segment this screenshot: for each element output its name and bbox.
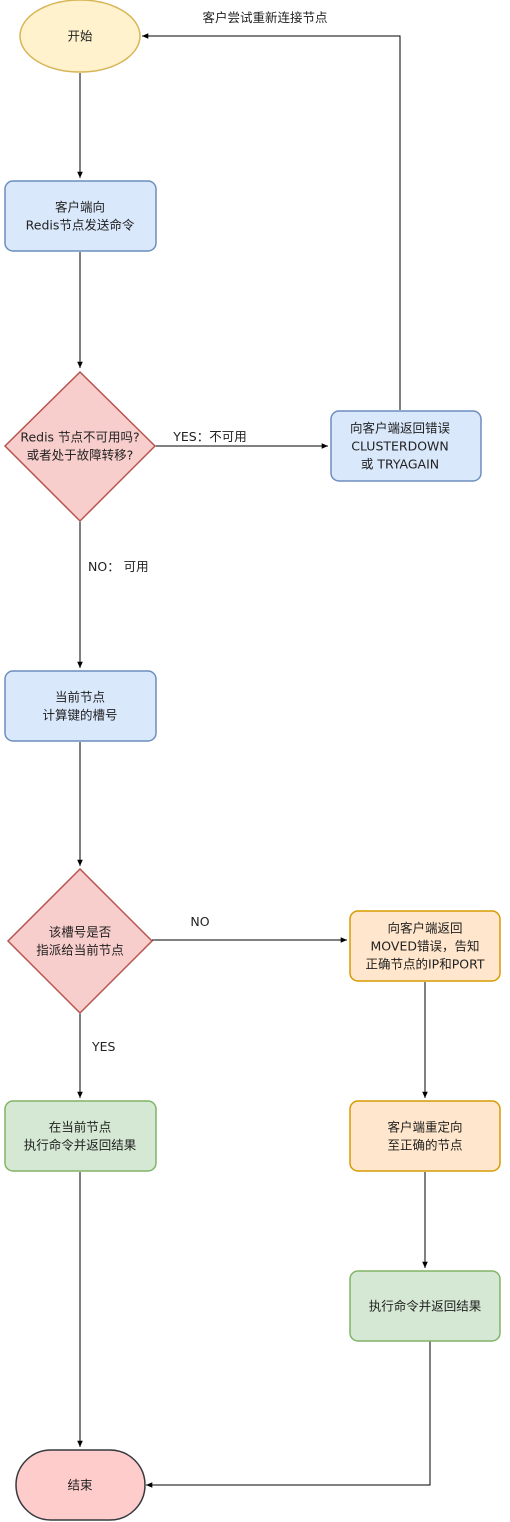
- node-shape: [349, 1270, 501, 1342]
- node-label-line: 执行命令并返回结果: [24, 1138, 137, 1153]
- node-label: 开始: [67, 29, 93, 44]
- node-shape: [349, 1100, 501, 1172]
- node-shape: [3, 370, 157, 523]
- node-shape: [4, 180, 157, 252]
- edge-label-retry: 客户尝试重新连接节点: [202, 10, 327, 25]
- node-label-line: 该槽号是否: [49, 925, 112, 940]
- node-label-line: CLUSTERDOWN: [351, 439, 449, 454]
- node-start: 开始: [19, 0, 141, 73]
- node-label: 执行命令并返回结果: [369, 1299, 482, 1314]
- node-shape: [4, 1100, 157, 1172]
- node-label-line: 客户端向: [55, 200, 105, 215]
- node-label: 客户端重定向至正确的节点: [387, 1120, 462, 1153]
- node-label-line: Redis节点发送命令: [26, 218, 135, 233]
- edge-label-yes-slot: YES: [91, 1039, 116, 1054]
- node-label-line: 向客户端返回错误: [350, 421, 451, 436]
- edge-error-to-start: [142, 33, 401, 410]
- node-label-line: 或者处于故障转移?: [27, 448, 134, 463]
- edge-label-no-slot: NO: [190, 914, 209, 929]
- node-label: Redis 节点不可用吗? 或者处于故障转移?: [20, 430, 139, 463]
- node-end: 结束: [15, 1449, 146, 1521]
- node-send-command: 客户端向 Redis节点发送命令: [4, 180, 157, 252]
- node-shape: [349, 910, 501, 982]
- node-label-line: 向客户端返回: [387, 921, 462, 936]
- node-label-line: MOVED错误，告知: [371, 939, 480, 954]
- node-label-line: 当前节点: [55, 690, 105, 705]
- node-label-line: 开始: [67, 29, 93, 44]
- node-calc-slot: 当前节点计算键的槽号: [4, 670, 157, 742]
- node-label-line: 正确节点的IP和PORT: [365, 957, 484, 972]
- node-label: 当前节点计算键的槽号: [42, 690, 117, 723]
- node-label: 在当前节点执行命令并返回结果: [24, 1120, 137, 1153]
- node-label: 向客户端返回错误 CLUSTERDOWN 或 TRYAGAIN: [350, 421, 451, 472]
- edge-exec-remote-to-end: [146, 1341, 431, 1488]
- node-shape: [6, 867, 154, 1015]
- node-label: 该槽号是否指派给当前节点: [36, 925, 124, 958]
- node-label-line: 至正确的节点: [387, 1138, 462, 1153]
- node-shape: [330, 410, 482, 482]
- node-return-error: 向客户端返回错误 CLUSTERDOWN 或 TRYAGAIN: [330, 410, 482, 482]
- node-label-line: 执行命令并返回结果: [369, 1299, 482, 1314]
- node-label-line: 或 TRYAGAIN: [361, 457, 439, 472]
- node-shape: [15, 1449, 146, 1521]
- node-return-moved: 向客户端返回 MOVED错误，告知正确节点的IP和PORT: [349, 910, 501, 982]
- node-shape: [4, 670, 157, 742]
- node-shape: [19, 0, 141, 73]
- node-check-available: Redis 节点不可用吗? 或者处于故障转移?: [3, 370, 157, 523]
- node-label: 向客户端返回 MOVED错误，告知正确节点的IP和PORT: [365, 921, 484, 972]
- node-exec-local: 在当前节点执行命令并返回结果: [4, 1100, 157, 1172]
- node-label: 结束: [67, 1478, 93, 1493]
- node-label-line: 客户端重定向: [387, 1120, 462, 1135]
- node-label-line: 在当前节点: [49, 1120, 112, 1135]
- node-label: 客户端向 Redis节点发送命令: [26, 200, 135, 233]
- edge-label-no-available: NO： 可用: [88, 559, 149, 574]
- node-redirect: 客户端重定向至正确的节点: [349, 1100, 501, 1172]
- node-label-line: 计算键的槽号: [42, 708, 117, 723]
- node-check-slot: 该槽号是否指派给当前节点: [6, 867, 154, 1015]
- node-label-line: 指派给当前节点: [36, 943, 124, 958]
- edges: [77, 33, 431, 1488]
- node-label-line: Redis 节点不可用吗?: [20, 430, 139, 445]
- node-label-line: 结束: [67, 1478, 93, 1493]
- node-exec-remote: 执行命令并返回结果: [349, 1270, 501, 1342]
- edge-label-yes-unavailable: YES：不可用: [172, 429, 246, 444]
